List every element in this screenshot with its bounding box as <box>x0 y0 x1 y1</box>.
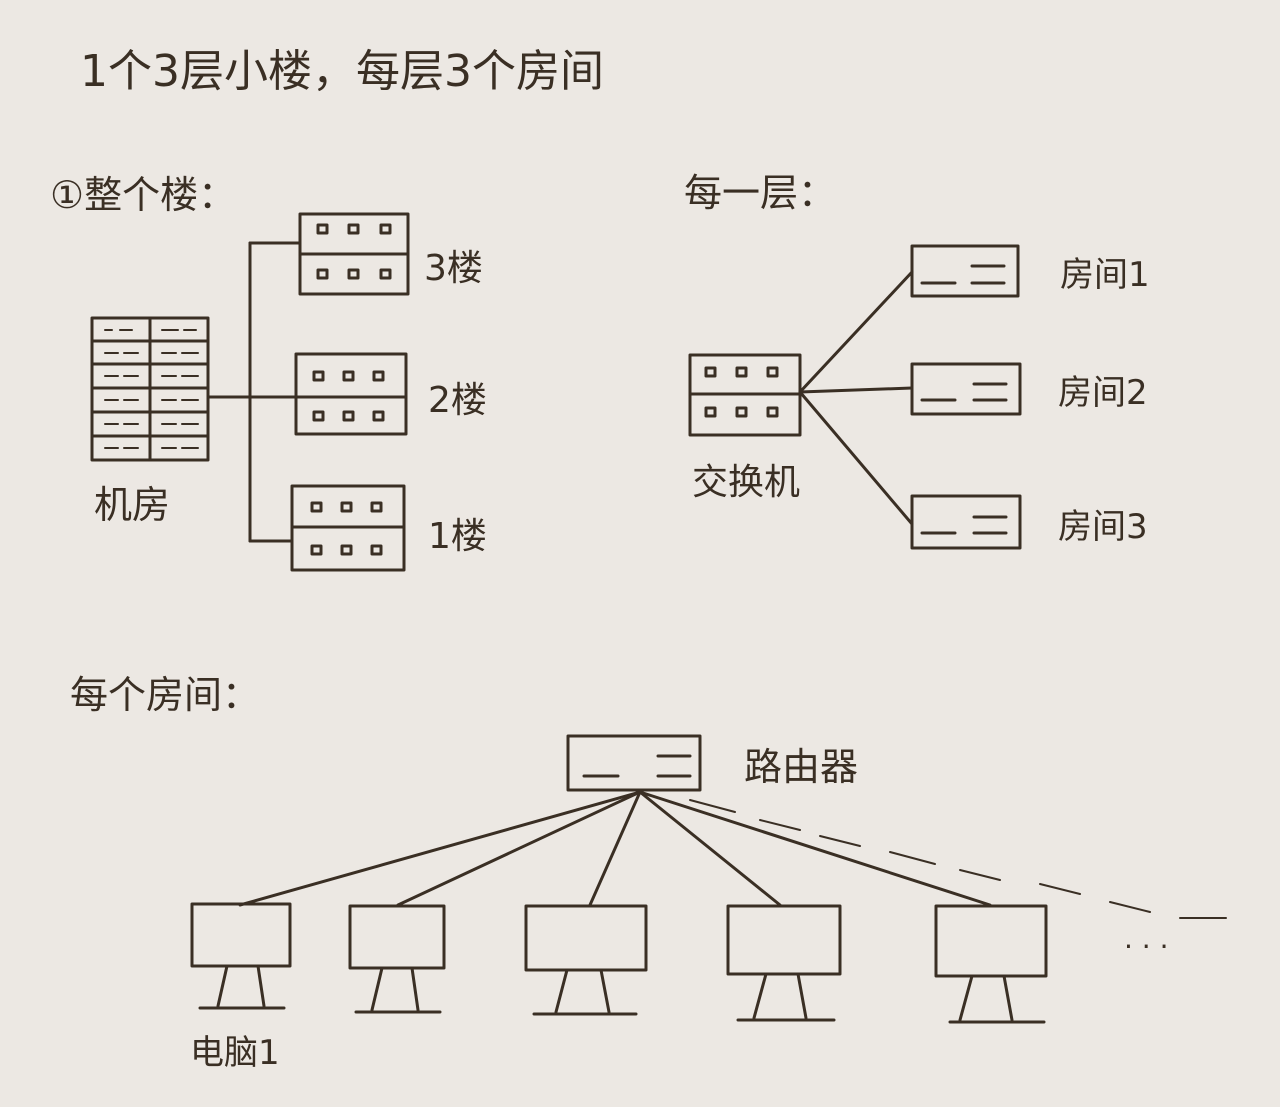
computer-4 <box>726 904 842 1022</box>
floor-switch <box>688 353 802 437</box>
switch-label: 交换机 <box>692 462 800 503</box>
machine-room-label: 机房 <box>94 483 170 527</box>
room-1-label: 房间1 <box>1060 255 1150 295</box>
room-2-label: 房间2 <box>1058 373 1148 413</box>
computer-1-label: 电脑1 <box>190 1033 280 1073</box>
computer-3 <box>524 904 648 1016</box>
floor-1-label: 1楼 <box>428 516 487 557</box>
diagram-title: 1个3层小楼，每层3个房间 <box>80 46 604 97</box>
computer-1 <box>190 902 292 1010</box>
floor-2-switch <box>294 352 408 436</box>
floor-3-label: 3楼 <box>424 248 483 289</box>
computer-5 <box>934 904 1048 1024</box>
building-links <box>206 241 302 543</box>
more-computers-ellipsis: · · · <box>1124 930 1169 963</box>
computer-2 <box>348 904 446 1014</box>
room-links <box>238 790 992 907</box>
floor-2-label: 2楼 <box>428 380 487 421</box>
floor-1-switch <box>290 484 406 572</box>
room-2-router <box>910 362 1022 416</box>
room-router <box>566 734 702 792</box>
section-building-heading: ①整个楼： <box>50 173 236 217</box>
floor-links <box>798 270 914 526</box>
room-links-more <box>689 799 1227 919</box>
floor-3-switch <box>298 212 410 296</box>
router-label: 路由器 <box>744 745 858 789</box>
machine-room-rack <box>90 316 210 462</box>
room-3-label: 房间3 <box>1058 507 1148 547</box>
section-floor-heading: 每一层： <box>684 171 836 215</box>
room-1-router <box>910 244 1020 298</box>
section-room-heading: 每个房间： <box>70 673 260 717</box>
room-3-router <box>910 494 1022 550</box>
